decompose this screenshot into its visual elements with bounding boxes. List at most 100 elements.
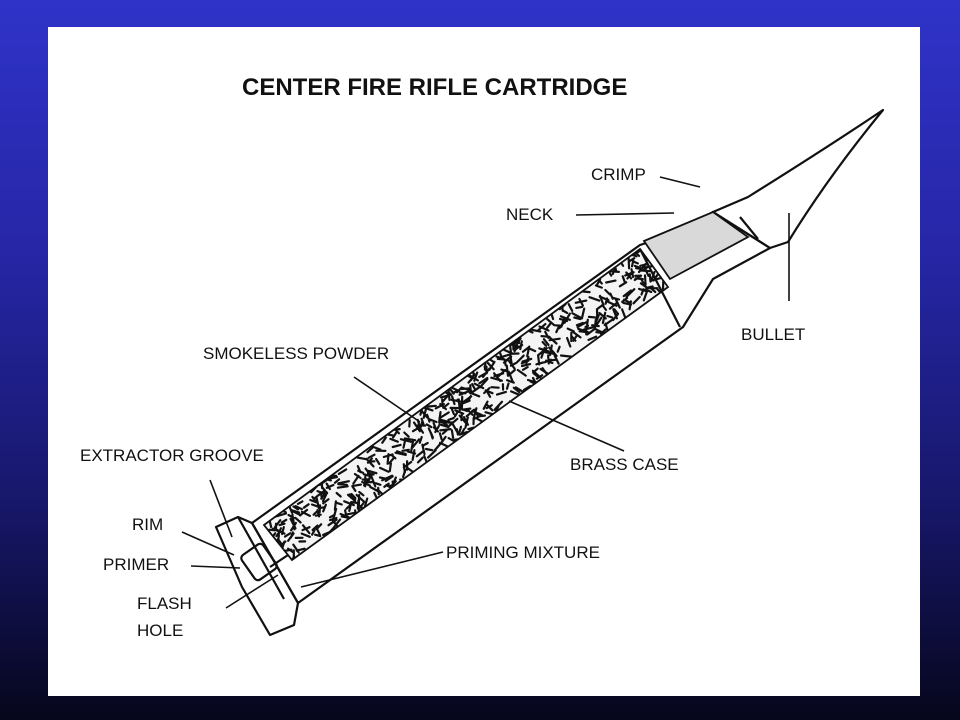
powder-grain <box>644 288 653 294</box>
powder-grain <box>509 362 517 367</box>
powder-grain <box>389 437 399 443</box>
powder-grain <box>644 269 650 277</box>
powder-grain <box>418 435 423 444</box>
powder-grain <box>521 366 529 371</box>
powder-grain <box>439 435 447 445</box>
powder-grain <box>294 516 302 524</box>
powder-grain <box>575 321 585 327</box>
powder-grain <box>648 273 652 283</box>
powder-grain <box>322 503 327 513</box>
powder-grain <box>388 462 392 473</box>
powder-grain <box>344 511 357 516</box>
powder-grain <box>571 330 582 339</box>
powder-grain <box>639 282 649 289</box>
powder-grain <box>630 259 635 268</box>
leader-lines <box>181 176 790 609</box>
powder-grain <box>314 525 321 536</box>
powder-grain <box>343 500 355 507</box>
powder-grain <box>346 493 357 503</box>
powder-grain <box>606 314 614 319</box>
powder-grain <box>411 425 422 433</box>
powder-grain <box>642 289 649 302</box>
powder-grain <box>457 425 463 436</box>
powder-grain <box>543 358 552 364</box>
powder-grain <box>276 534 280 545</box>
powder-grain <box>447 417 455 421</box>
powder-grain <box>314 533 322 538</box>
powder-grain <box>314 513 322 517</box>
label-rim: RIM <box>132 515 163 534</box>
powder-grain <box>483 358 487 371</box>
label-bullet: BULLET <box>741 325 805 344</box>
powder-grain <box>403 437 417 442</box>
powder-grain <box>454 409 465 415</box>
powder-grain <box>625 271 633 280</box>
label-brass-case: BRASS CASE <box>570 455 679 474</box>
powder-grain <box>287 513 295 519</box>
powder-grain <box>340 515 351 519</box>
powder-grain <box>510 390 522 397</box>
powder-grain <box>366 445 375 454</box>
powder-grain <box>570 335 577 342</box>
powder-grain <box>529 328 542 333</box>
powder-grain <box>322 498 330 505</box>
powder-grain <box>621 296 629 303</box>
powder-grain <box>587 335 598 341</box>
powder-grain <box>467 395 472 402</box>
powder-grain <box>472 408 479 417</box>
powder-grain <box>478 376 489 385</box>
powder-grain <box>535 374 544 380</box>
powder-grain <box>496 357 506 361</box>
powder-grain <box>542 338 550 346</box>
label-flash-hole-line1: FLASH <box>137 594 192 613</box>
powder-grain <box>634 267 643 270</box>
powder-grain <box>451 438 460 441</box>
powder-grain <box>420 417 425 425</box>
powder-grain <box>567 303 574 312</box>
powder-grain <box>482 400 489 410</box>
powder-grain <box>573 316 582 321</box>
powder-grain <box>558 303 567 311</box>
powder-grain <box>459 387 472 391</box>
bullet <box>711 108 885 250</box>
powder-grain <box>483 387 491 395</box>
powder-grain <box>515 354 525 364</box>
powder-grain <box>350 501 360 505</box>
powder-grain <box>495 390 507 396</box>
powder-grain <box>449 386 459 392</box>
powder-grain <box>438 441 449 448</box>
powder-grain <box>367 469 378 475</box>
powder-grain <box>484 411 494 416</box>
powder-grain <box>315 496 320 510</box>
powder-grain <box>433 442 442 452</box>
powder-grain <box>361 480 371 487</box>
powder-grain <box>281 540 286 549</box>
powder-grain <box>450 407 455 416</box>
powder-grain <box>299 508 309 517</box>
powder-grain <box>613 308 620 315</box>
powder-grain <box>311 524 319 532</box>
powder-grain <box>587 315 599 319</box>
powder-grain <box>537 323 547 332</box>
powder-grain <box>300 532 311 538</box>
diagram-panel: CENTER FIRE RIFLE CARTRIDGE <box>48 27 920 696</box>
powder-grain <box>412 421 421 433</box>
powder-grain <box>335 501 343 506</box>
powder-grain <box>442 392 451 402</box>
powder-grain <box>450 429 455 439</box>
powder-grain <box>289 531 294 539</box>
powder-grain <box>276 528 286 535</box>
powder-grain <box>627 256 631 270</box>
powder-grain <box>544 330 550 339</box>
powder-grain <box>428 418 438 424</box>
powder-grain <box>292 505 300 511</box>
powder-grain <box>430 432 434 440</box>
powder-grain <box>351 485 357 492</box>
powder-grain <box>337 483 348 486</box>
powder-grain <box>565 336 572 348</box>
powder-grain <box>493 372 505 378</box>
powder-grain <box>335 491 342 498</box>
label-extractor-groove: EXTRACTOR GROOVE <box>80 446 264 465</box>
powder-grain <box>374 482 382 486</box>
powder-grain <box>548 344 553 357</box>
